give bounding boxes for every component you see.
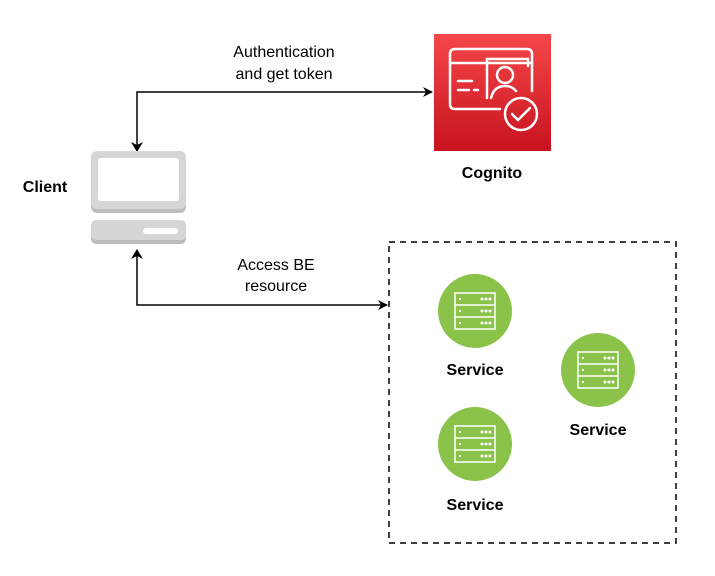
edge-auth[interactable] bbox=[131, 87, 433, 152]
auth-label-line2: and get token bbox=[236, 66, 333, 83]
services-group-boundary[interactable] bbox=[388, 241, 677, 544]
service-background bbox=[438, 407, 512, 481]
service-background bbox=[438, 274, 512, 348]
auth-arrowhead-client bbox=[131, 142, 143, 152]
service-background bbox=[561, 333, 635, 407]
server-rack-icon bbox=[577, 351, 619, 389]
service-node-1[interactable] bbox=[438, 274, 512, 348]
client-label: Client bbox=[23, 179, 68, 196]
access-connector-line[interactable] bbox=[136, 250, 388, 310]
service-label-1: Service bbox=[447, 362, 504, 379]
service-node-3[interactable] bbox=[438, 407, 512, 481]
service-label-2: Service bbox=[570, 422, 627, 439]
access-label-line1: Access BE bbox=[237, 257, 314, 274]
desktop-computer-icon bbox=[91, 151, 186, 244]
edge-access[interactable] bbox=[131, 249, 388, 310]
server-rack-icon bbox=[454, 292, 496, 330]
server-rack-icon bbox=[454, 425, 496, 463]
aws-cognito-icon bbox=[448, 47, 539, 132]
cognito-label: Cognito bbox=[462, 165, 523, 182]
client-node[interactable] bbox=[91, 151, 186, 244]
access-label-line2: resource bbox=[245, 278, 307, 295]
service-label-3: Service bbox=[447, 497, 504, 514]
cognito-node[interactable] bbox=[434, 34, 551, 151]
auth-connector-line[interactable] bbox=[136, 87, 433, 152]
service-node-2[interactable] bbox=[561, 333, 635, 407]
access-arrowhead-client bbox=[131, 249, 143, 259]
auth-label-line1: Authentication bbox=[233, 44, 334, 61]
